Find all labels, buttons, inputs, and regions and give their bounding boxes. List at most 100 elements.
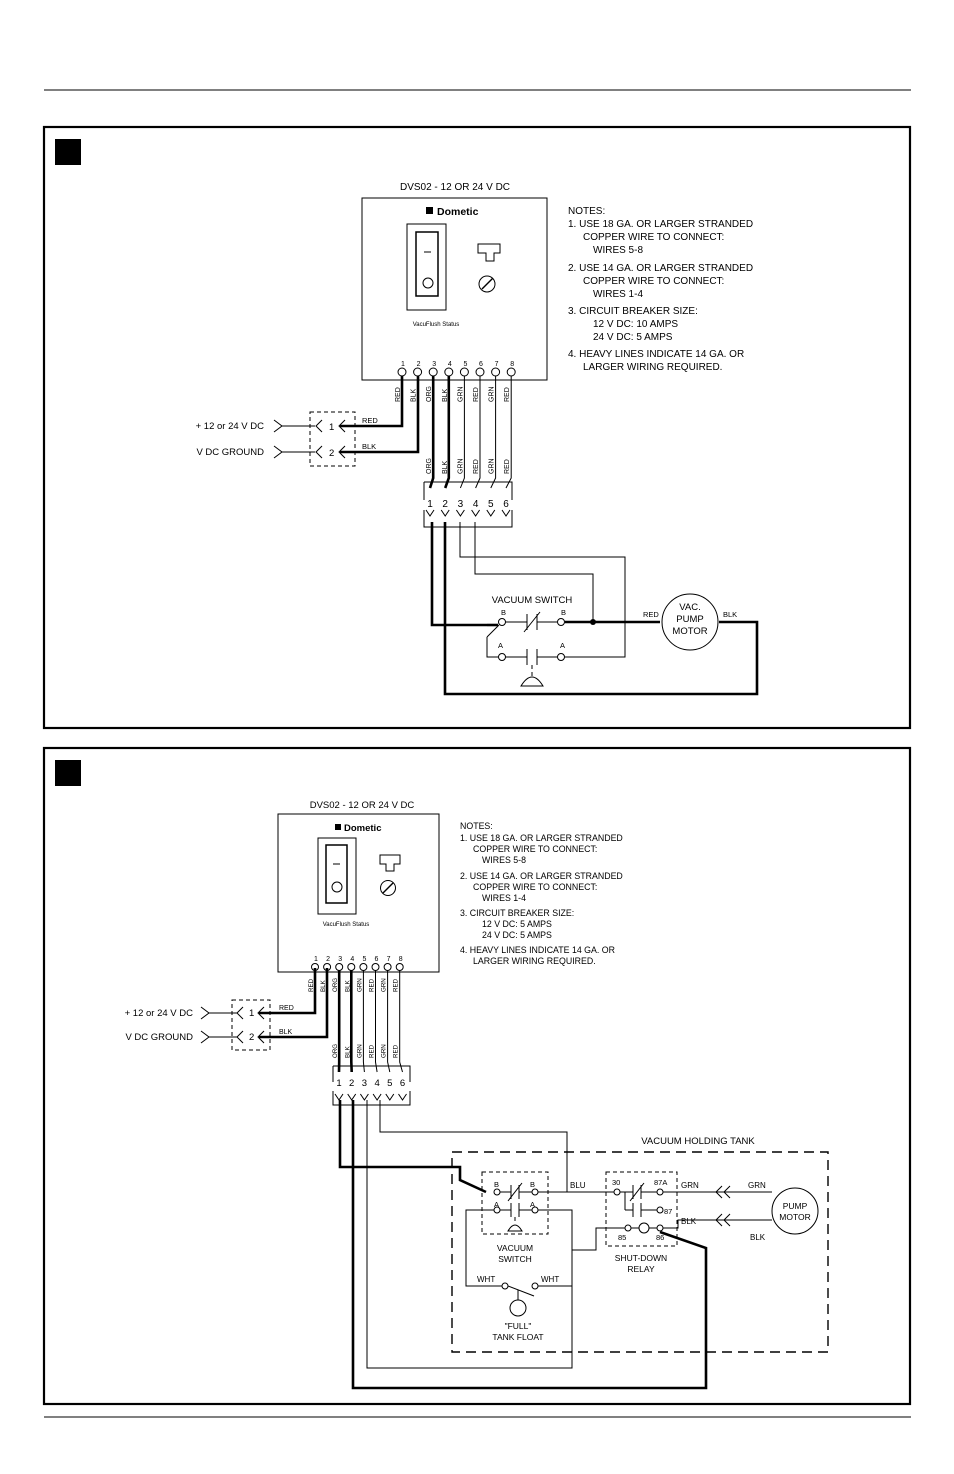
note-2-l3: WIRES 1-4 (593, 289, 643, 300)
notes2-4-l2: LARGER WIRING REQUIRED. (473, 956, 596, 966)
note-1-l1: 1. USE 18 GA. OR LARGER STRANDED (568, 219, 753, 230)
wire-color-label: RED (473, 387, 480, 402)
terminal-number: 1 (401, 361, 405, 368)
wire-1-red-2 (259, 968, 317, 1015)
terminal (475, 367, 485, 377)
rocker-switch-2 (325, 844, 348, 904)
connector-pin (398, 1093, 407, 1101)
blk-connector-icon (715, 1213, 731, 1227)
red-label: RED (362, 416, 378, 425)
switch-plate-2 (317, 837, 357, 915)
connector-number: 6 (503, 499, 509, 510)
connector-pin (425, 509, 435, 517)
wire-color-label: GRN (381, 978, 388, 992)
wire-color-label: BLK (344, 979, 351, 992)
notes2-2-l1: 2. USE 14 GA. OR LARGER STRANDED (460, 871, 623, 881)
wire-1-red (340, 376, 404, 428)
vacuum-status-icon (478, 275, 496, 293)
connector-pin (359, 1093, 369, 1101)
dometic-logo-icon (426, 207, 433, 214)
vs2-contact-b-left: B (494, 1180, 499, 1189)
note-3-l2: 12 V DC: 10 AMPS (593, 319, 678, 330)
wire-6 (375, 970, 378, 1073)
rocker-switch (415, 231, 439, 297)
note-3-l1: 3. CIRCUIT BREAKER SIZE: (568, 306, 698, 317)
notes2-2-l3: WIRES 1-4 (482, 893, 526, 903)
wire-c3 (459, 522, 626, 658)
terminal-number: 6 (479, 361, 483, 368)
breaker-2-arrow-2 (257, 1030, 265, 1044)
relay-pin-30: 30 (612, 1178, 620, 1187)
wire-8 (505, 376, 512, 489)
relay-label-a: SHUT-DOWN (615, 1253, 667, 1263)
wire-4 (443, 376, 451, 489)
rocker-off-mark-2 (331, 881, 343, 893)
notes-title: NOTES: (568, 206, 605, 217)
contact-a-left: A (498, 641, 503, 650)
notes2-3-l2: 12 V DC: 5 AMPS (482, 919, 552, 929)
lower-wire-color-label: RED (473, 459, 480, 474)
float-label-b: TANK FLOAT (492, 1332, 543, 1342)
grn-connector-icon (715, 1185, 731, 1199)
note-2-l1: 2. USE 14 GA. OR LARGER STRANDED (568, 263, 753, 274)
wire-color-label: RED (308, 978, 315, 992)
vacuum-switch-label-2a: VACUUM (497, 1243, 533, 1253)
terminal (444, 367, 454, 377)
wire-3 (428, 376, 435, 489)
note-3-l3: 24 V DC: 5 AMPS (593, 332, 673, 343)
wire-5 (362, 970, 365, 1073)
breaker-2-contact (315, 445, 323, 459)
float-label-a: "FULL" (505, 1321, 532, 1331)
terminal (335, 963, 344, 971)
relay-pin-85: 85 (618, 1233, 626, 1242)
supply-label-2: + 12 or 24 V DC (125, 1008, 194, 1019)
note-4-l2: LARGER WIRING REQUIRED. (583, 362, 722, 373)
toilet-status-icon (477, 243, 501, 262)
vacuum-status-icon-slash (481, 277, 494, 290)
wire-color-label: ORG (332, 978, 339, 992)
terminal (395, 963, 404, 971)
supply-arrow (273, 419, 315, 433)
terminal-number: 2 (417, 361, 421, 368)
breaker-2-contact-2 (236, 1030, 244, 1044)
terminal (491, 367, 501, 377)
blu-label: BLU (570, 1181, 586, 1190)
toilet-status-icon-2 (379, 854, 401, 872)
wire-8 (399, 970, 403, 1073)
diagram-2-marker (55, 760, 81, 786)
junction-dot (590, 619, 596, 625)
notes2-title: NOTES: (460, 821, 493, 831)
note-1-l3: WIRES 5-8 (593, 245, 643, 256)
lower-wire-color-label: GRN (381, 1044, 388, 1058)
wire-5 (459, 376, 465, 489)
terminal-number: 4 (448, 361, 452, 368)
wire-color-label: RED (393, 978, 400, 992)
connector-pin (501, 509, 511, 517)
blk-label: BLK (362, 442, 376, 451)
lower-wire-color-label: GRN (489, 458, 496, 474)
panel-label: VacuFlush Status (413, 322, 460, 328)
motor-line-1: VAC. (679, 602, 700, 613)
wire-color-label: ORG (426, 386, 433, 402)
wire-c2-motor-return (443, 522, 759, 696)
blk-label-3: BLK (681, 1217, 697, 1226)
lower-wire-color-label: GRN (457, 458, 464, 474)
diagram-1-frame (42, 125, 912, 730)
lower-wire-color-label: BLK (442, 460, 449, 474)
breaker-block (309, 411, 356, 467)
diagram-1: DVS02 - 12 OR 24 V DC Dometic VacuFlush … (42, 125, 912, 730)
connector-pin (347, 1093, 357, 1101)
wire-color-label: BLK (442, 388, 449, 402)
connector-number: 1 (336, 1078, 341, 1089)
vacuum-switch: B B A A (486, 608, 566, 687)
lower-wire-color-label: GRN (356, 1044, 363, 1058)
rocker-off-mark (422, 277, 434, 289)
notes2-1-l3: WIRES 5-8 (482, 855, 526, 865)
terminal-number: 3 (432, 361, 436, 368)
ground-arrow (273, 445, 315, 459)
control-unit-2 (277, 813, 440, 973)
brand-label-2: Dometic (344, 823, 381, 834)
note-4-l1: 4. HEAVY LINES INDICATE 14 GA. OR (568, 349, 744, 360)
